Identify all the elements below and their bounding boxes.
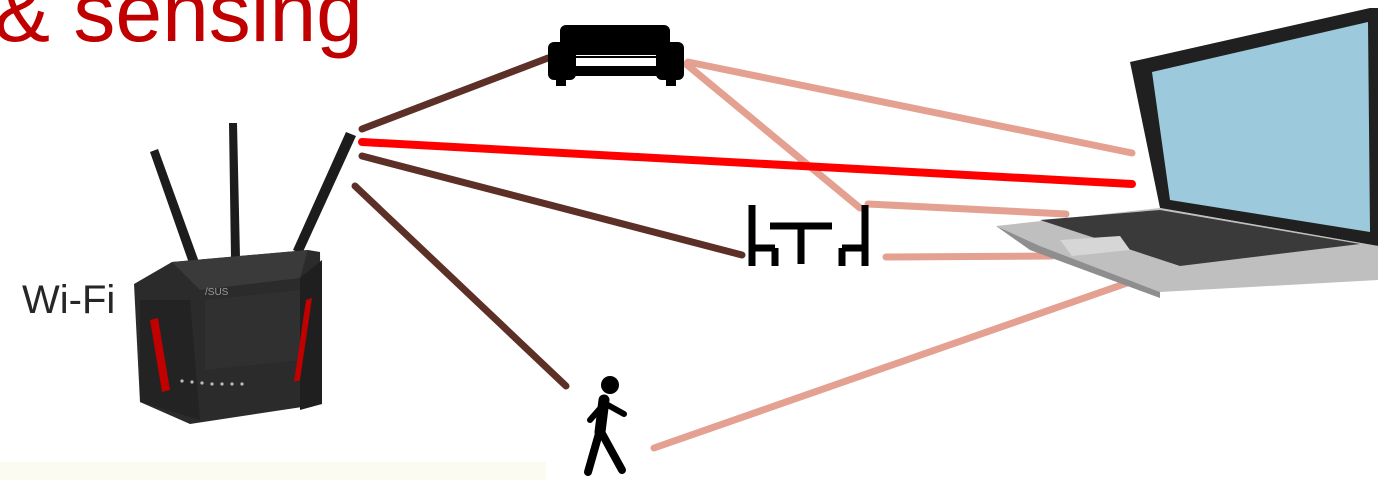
- laptop-icon: [996, 8, 1378, 298]
- path-person-to-laptop: [650, 278, 1134, 452]
- path-table-to-laptop-upper: [864, 200, 1070, 218]
- direct-path-router-to-laptop: [358, 138, 1136, 188]
- laptop-screen: [1152, 22, 1370, 232]
- router-reflection-paths: [351, 54, 746, 390]
- wifi-label: Wi-Fi: [22, 278, 116, 322]
- footer-strip: [0, 462, 546, 480]
- slide-title: & sensing: [0, 0, 363, 59]
- path-sofa-to-laptop: [684, 58, 1136, 157]
- dining-table-icon: [748, 205, 869, 266]
- path-router-to-table: [358, 152, 746, 259]
- router-icon: /SUS: [134, 123, 356, 424]
- path-table-to-laptop-lower: [882, 252, 1056, 261]
- path-router-to-sofa: [358, 54, 552, 133]
- walking-person-icon: [584, 376, 627, 476]
- path-router-to-person: [351, 182, 570, 390]
- object-to-laptop-paths: [650, 58, 1136, 452]
- sofa-icon: [548, 25, 684, 86]
- path-sofa-to-table: [682, 60, 864, 212]
- router-brand-logo: /SUS: [205, 287, 229, 298]
